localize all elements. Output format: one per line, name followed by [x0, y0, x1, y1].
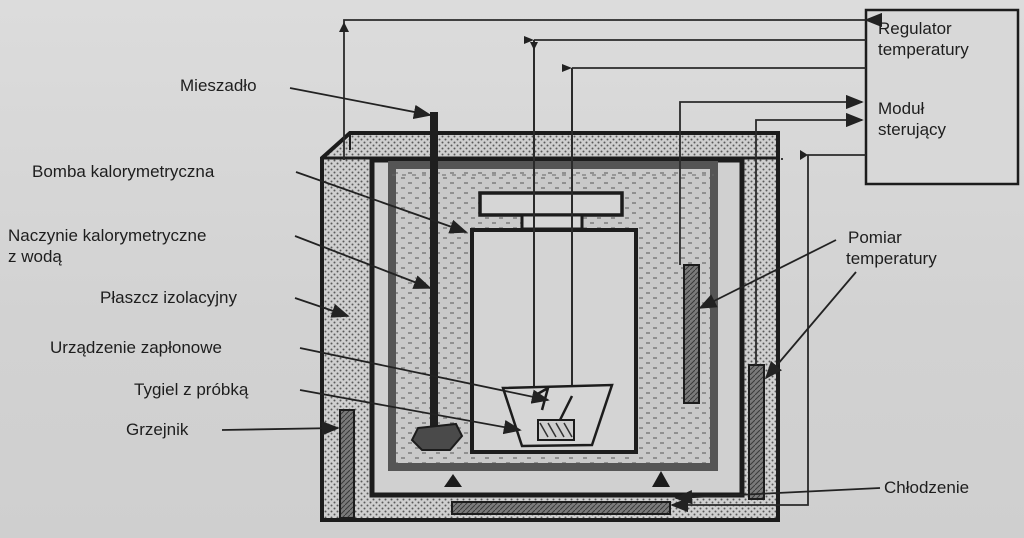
control-box — [864, 8, 1020, 186]
label-regulator-line2: temperatury — [878, 40, 969, 59]
label-calorimetric-vessel-line2: z wodą — [8, 247, 62, 266]
temperature-sensor-inner — [683, 264, 700, 404]
label-cooling: Chłodzenie — [884, 478, 970, 497]
support-right — [652, 471, 670, 487]
bomb-lid — [478, 191, 624, 217]
label-temperature-measurement-line1: Pomiar — [848, 228, 902, 247]
label-calorimetric-bomb: Bomba kalorymetryczna — [32, 162, 215, 181]
label-insulating-jacket: Płaszcz izolacyjny — [100, 288, 237, 307]
label-heater: Grzejnik — [126, 420, 189, 439]
label-stirrer: Mieszadło — [180, 76, 257, 95]
label-regulator-line1: Regulator — [878, 19, 952, 38]
label-ignition-device: Urządzenie zapłonowe — [50, 338, 222, 357]
label-control-module-line1: Moduł — [878, 99, 925, 118]
label-calorimetric-vessel-line1: Naczynie kalorymetryczne — [8, 226, 207, 245]
label-crucible: Tygiel z próbką — [134, 380, 249, 399]
support-left — [444, 474, 462, 487]
heater — [339, 409, 355, 519]
label-temperature-measurement-line2: temperatury — [846, 249, 937, 268]
label-control-module-line2: sterujący — [878, 120, 947, 139]
stirrer — [410, 112, 464, 451]
temperature-sensor-outer — [748, 364, 765, 500]
cooling-pipe — [451, 501, 671, 515]
